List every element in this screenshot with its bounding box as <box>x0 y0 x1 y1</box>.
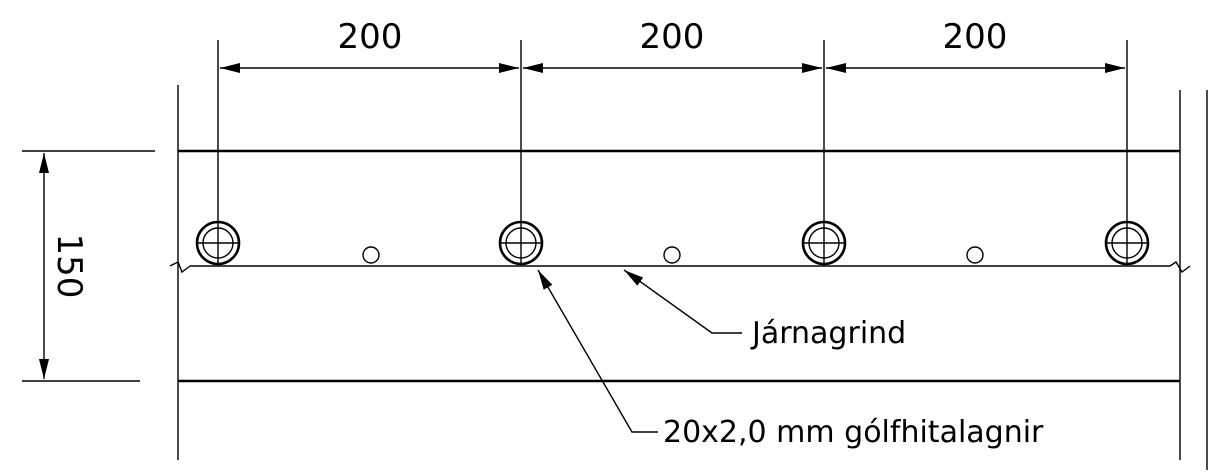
pipe-center-lines <box>197 40 1148 264</box>
rebar-grid <box>169 261 1191 274</box>
break-mark-left <box>169 261 191 274</box>
dim-text-1: 200 <box>338 17 403 57</box>
left-dim-text: 150 <box>49 234 89 299</box>
dim-text-2: 200 <box>640 17 705 57</box>
rebar-bar-1 <box>362 246 380 264</box>
slab-outline <box>177 85 1208 470</box>
leader-pipes <box>537 269 658 433</box>
rebar-bar-2 <box>663 246 681 264</box>
leader-rebar <box>623 269 742 334</box>
break-mark-right <box>1169 261 1191 274</box>
left-dimension: 150 <box>22 150 155 382</box>
dim-text-3: 200 <box>943 17 1008 57</box>
rebar-bar-3 <box>966 246 984 264</box>
rebar-bars <box>362 246 984 264</box>
label-pipes-text: 20x2,0 mm gólfhitalagnir <box>663 415 1044 450</box>
heating-pipes <box>195 220 1150 266</box>
label-pipes: 20x2,0 mm gólfhitalagnir <box>537 269 1044 450</box>
label-rebar: Járnagrind <box>623 269 906 351</box>
top-dimensions: 200 200 200 <box>220 17 1125 73</box>
label-rebar-text: Járnagrind <box>750 316 906 351</box>
